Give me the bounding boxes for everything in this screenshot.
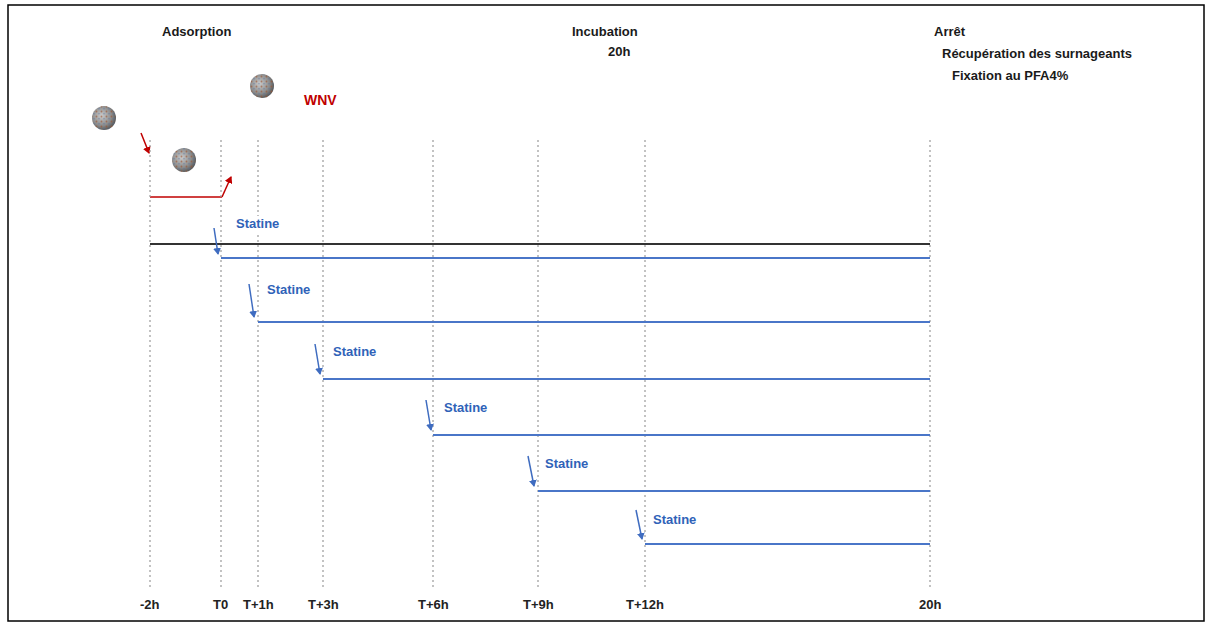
phase-label: Adsorption: [160, 24, 233, 40]
adsorption-bracket: [141, 133, 231, 197]
time-tick: -2h: [138, 597, 162, 613]
treatment-label: Statine: [651, 512, 698, 528]
phase-label: Arrêt: [932, 24, 967, 40]
frame: [8, 5, 1204, 621]
treatment-label: Statine: [331, 344, 378, 360]
treatment-label: Statine: [442, 400, 489, 416]
treatment-label: Statine: [265, 282, 312, 298]
treatment-arrows: [214, 228, 642, 539]
step-note: Récupération des surnageants: [940, 46, 1134, 62]
time-tick: T+1h: [241, 597, 276, 613]
virus-particles: [92, 74, 274, 172]
treatment-label: Statine: [234, 216, 281, 232]
treatment-label: Statine: [543, 456, 590, 472]
infection-line: [150, 243, 930, 245]
phase-label: Incubation: [570, 24, 640, 40]
time-tick: T+9h: [521, 597, 556, 613]
time-tick: 20h: [917, 597, 943, 613]
treatment-lines: [221, 258, 930, 544]
step-note: Fixation au PFA4%: [950, 68, 1070, 84]
time-tick: T+12h: [624, 597, 666, 613]
time-tick: T+6h: [416, 597, 451, 613]
time-tick: T+3h: [306, 597, 341, 613]
time-gridlines: [150, 140, 930, 590]
virus-label: WNV: [302, 92, 339, 108]
duration-label: 20h: [606, 44, 632, 60]
time-tick: T0: [211, 597, 230, 613]
